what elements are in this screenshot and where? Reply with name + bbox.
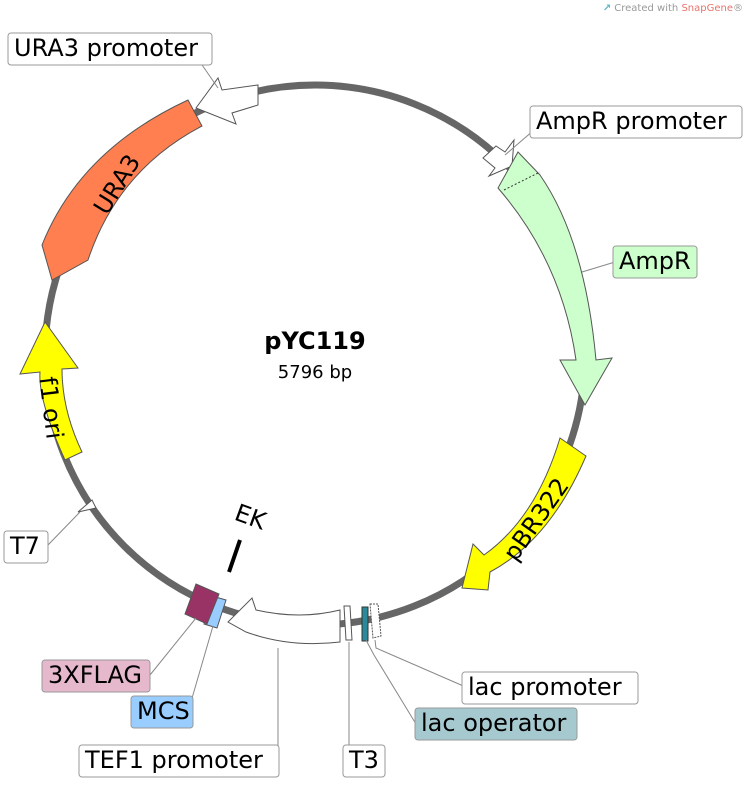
label-ampr-promoter[interactable]: AmpR promoter	[529, 105, 743, 139]
label-3xflag[interactable]: 3XFLAG	[41, 659, 151, 693]
ek-site-marker	[227, 539, 242, 573]
lac-promoter-label: lac promoter	[468, 673, 622, 701]
lac-operator-label: lac operator	[421, 709, 567, 737]
tef1-promoter-label: TEF1 promoter	[84, 746, 263, 774]
ura3-promoter-label: URA3 promoter	[14, 34, 198, 62]
plasmid-name: pYC119	[264, 327, 365, 355]
ampr-promoter-label: AmpR promoter	[536, 107, 727, 135]
tef1-promoter-arrow[interactable]	[227, 597, 341, 645]
t3-label: T3	[348, 746, 379, 774]
credit-prefix: Created with	[614, 3, 682, 14]
ek-feature-label: EK	[231, 499, 271, 536]
label-t7[interactable]: T7	[3, 530, 49, 564]
snapgene-credit: ↗Created with SnapGene®	[603, 3, 743, 14]
credit-brand: SnapGene	[681, 3, 733, 14]
snapgene-logo-icon: ↗	[602, 3, 612, 14]
lac-operator-feature[interactable]	[361, 606, 369, 642]
label-t3[interactable]: T3	[342, 744, 386, 778]
credit-mark: ®	[733, 3, 743, 14]
ura3-promoter-arrow[interactable]	[195, 76, 259, 125]
t7-feature[interactable]	[77, 499, 97, 513]
ampr-promoter-arrow[interactable]	[482, 138, 515, 178]
lac-promoter-feature[interactable]	[369, 603, 382, 639]
label-lac-operator[interactable]: lac operator	[414, 707, 578, 741]
label-ura3-promoter[interactable]: URA3 promoter	[7, 32, 213, 66]
f1-ori-arrow[interactable]	[19, 321, 83, 461]
label-ampr[interactable]: AmpR	[612, 245, 698, 279]
pbr322-feature-label: pBR322	[498, 473, 575, 566]
f1-ori-feature-label: f1 ori	[33, 375, 68, 441]
t3-feature[interactable]	[343, 605, 353, 641]
label-lac-promoter[interactable]: lac promoter	[461, 671, 639, 705]
pbr322-arrow[interactable]	[461, 437, 587, 591]
t7-label: T7	[9, 532, 40, 560]
label-mcs[interactable]: MCS	[130, 695, 194, 729]
3xflag-label: 3XFLAG	[48, 661, 142, 689]
mcs-label: MCS	[137, 697, 190, 725]
label-tef1-promoter[interactable]: TEF1 promoter	[78, 744, 280, 778]
ampr-signal-line	[503, 171, 541, 191]
plasmid-length: 5796 bp	[278, 362, 352, 383]
ampr-arrow[interactable]	[497, 151, 613, 407]
ura3-arrow[interactable]	[41, 99, 203, 281]
ampr-label: AmpR	[619, 247, 691, 275]
3xflag-feature[interactable]	[184, 583, 220, 625]
